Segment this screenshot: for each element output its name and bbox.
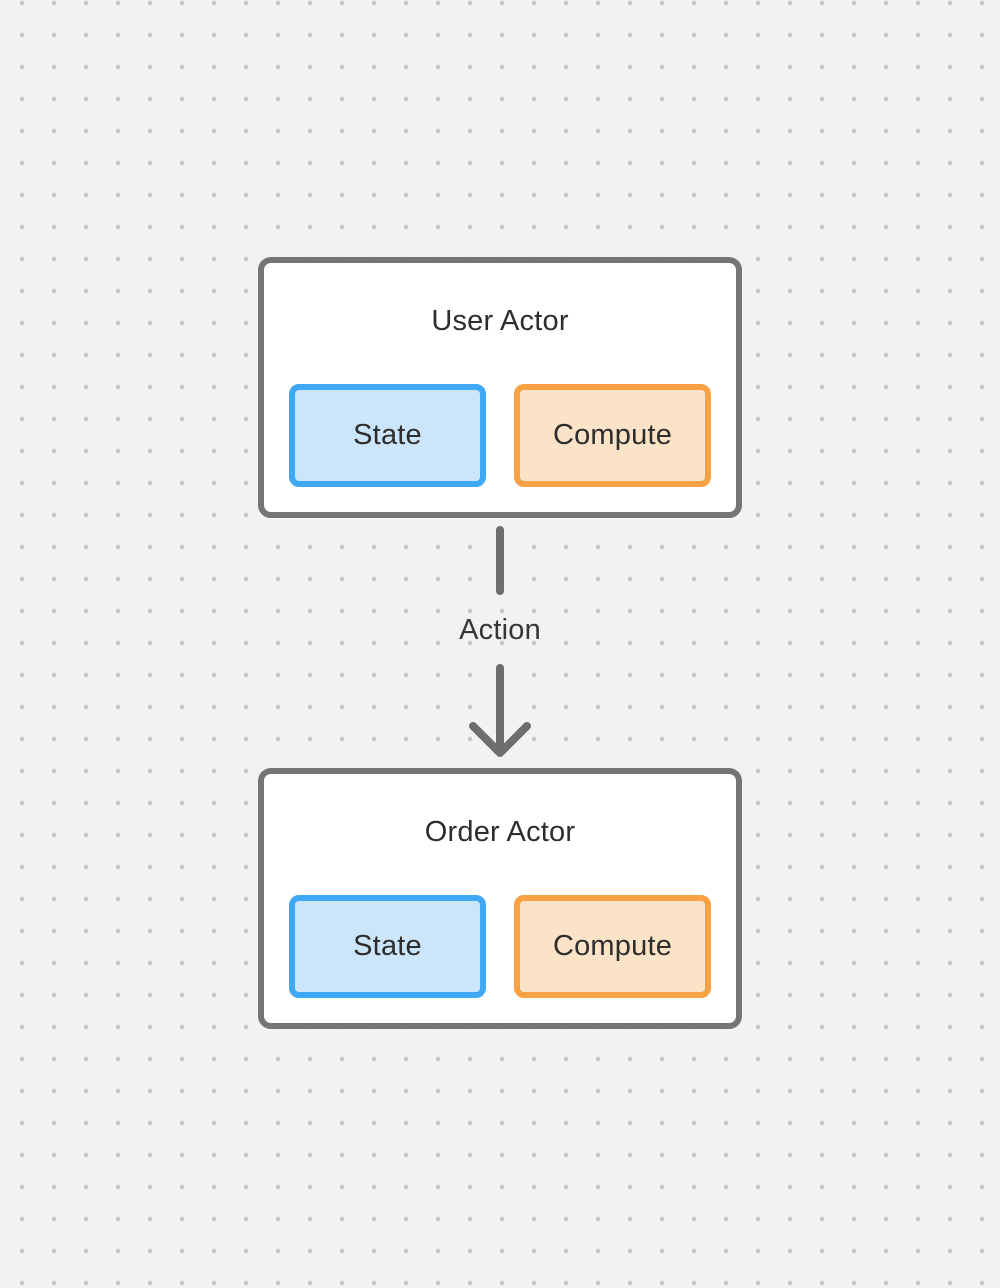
user-actor-state-label: State xyxy=(353,419,422,451)
order-actor-chip-row: State Compute xyxy=(289,895,711,998)
order-actor-node: Order Actor State Compute xyxy=(258,768,742,1029)
user-actor-compute-label: Compute xyxy=(552,419,673,451)
order-actor-compute-label: Compute xyxy=(552,930,673,962)
order-actor-compute-chip: Compute xyxy=(514,895,711,998)
order-actor-state-chip: State xyxy=(289,895,486,998)
order-actor-state-label: State xyxy=(353,930,422,962)
user-actor-chip-row: State Compute xyxy=(289,384,711,487)
user-actor-title: User Actor xyxy=(431,305,569,337)
order-actor-title: Order Actor xyxy=(424,816,576,848)
user-actor-state-chip: State xyxy=(289,384,486,487)
user-actor-node: User Actor State Compute xyxy=(258,257,742,518)
edge-label: Action xyxy=(459,614,541,646)
user-actor-compute-chip: Compute xyxy=(514,384,711,487)
